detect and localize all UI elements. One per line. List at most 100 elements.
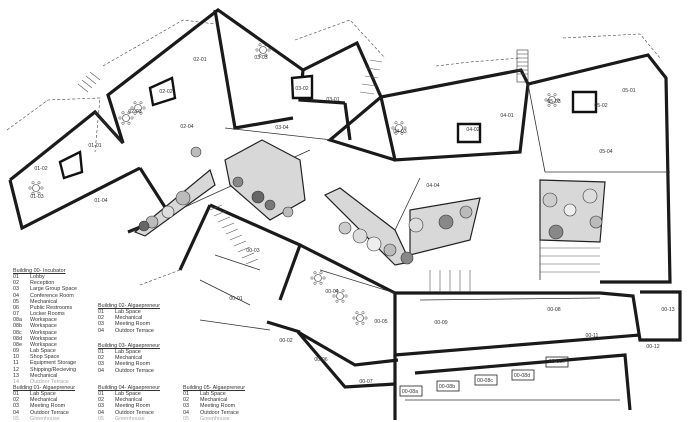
- tree-icon: [548, 224, 564, 240]
- legend-item-number: 03: [98, 403, 104, 410]
- tree-icon: [366, 236, 382, 252]
- legend-item-number: 04: [98, 409, 104, 416]
- tree-icon: [438, 214, 454, 230]
- legend-item-number: 01: [98, 309, 104, 316]
- legend-item-label: Meeting Room: [115, 403, 151, 410]
- legend-item-number: 05: [13, 298, 19, 305]
- legend-title: Building 05- Algaepreneur: [183, 385, 246, 391]
- legend-item-label: Meeting Room: [115, 361, 151, 368]
- workspace-boxes: [399, 356, 569, 397]
- room-label-00-01: 00-01: [229, 296, 242, 302]
- legend-item-number: 04: [13, 409, 19, 416]
- legend-item-label: Lab Space: [30, 348, 56, 355]
- legend-item-number: 02: [98, 355, 104, 362]
- table-icon: [332, 289, 348, 303]
- legend-item-label: Mechanical: [200, 397, 228, 404]
- legend-item-number: 01: [183, 391, 189, 398]
- legend-item-label: Workspace: [30, 317, 57, 324]
- legend-item-number: 12: [13, 366, 19, 373]
- tree-icon: [264, 199, 276, 211]
- room-labels: 01-0101-0201-0301-0402-0102-0202-0302-04…: [30, 55, 674, 395]
- room-label-00-08e: 00-08e: [549, 359, 565, 365]
- legend-item-label: Mechanical: [115, 355, 143, 362]
- room-label-04-03: 04-03: [393, 129, 406, 135]
- room-label-03-04: 03-04: [275, 125, 288, 131]
- room-label-00-02: 00-02: [279, 338, 292, 344]
- legend-item: 06 Public Restrooms: [13, 305, 77, 311]
- legend-item-number: 03: [13, 286, 19, 293]
- room-label-00-06: 00-06: [314, 357, 327, 363]
- room-label-02-02: 02-02: [159, 89, 172, 95]
- legend-item: 03 Meeting Room: [98, 403, 160, 409]
- legend-item-label: Greenhouse: [30, 415, 60, 422]
- legend-item-number: 02: [183, 397, 189, 404]
- legend-item-label: Mechanical: [30, 397, 58, 404]
- legend-item-number: 03: [98, 321, 104, 328]
- table-icon: [391, 121, 407, 135]
- table-icon: [310, 271, 326, 285]
- legend-item-number: 02: [98, 315, 104, 322]
- legend-item-number: 08a: [13, 317, 22, 324]
- mechanical-cores: [58, 74, 598, 180]
- room-label-00-08d: 00-08d: [514, 373, 530, 379]
- legend-item-number: 02: [13, 397, 19, 404]
- legend-item-label: Workspace: [30, 335, 57, 342]
- table-icon: [118, 111, 134, 125]
- legend-item: 05 Mechanical: [13, 299, 77, 305]
- legend-item: 12 Shipping/Recieving: [13, 367, 77, 373]
- room-label-05-01: 05-01: [622, 88, 635, 94]
- room-label-02-01: 02-01: [193, 57, 206, 63]
- room-label-04-01: 04-01: [500, 113, 513, 119]
- legend-item-number: 02: [13, 280, 19, 287]
- legend-item-label: Greenhouse: [115, 415, 145, 422]
- legend-item-label: Public Restrooms: [30, 304, 73, 311]
- legend-item-label: Greenhouse: [200, 415, 230, 422]
- legend-item-label: Mechanical: [30, 372, 58, 379]
- legend-item-label: Mechanical: [30, 298, 58, 305]
- legend-item-label: Workspace: [30, 323, 57, 330]
- room-label-01-04: 01-04: [94, 198, 107, 204]
- room-label-00-12: 00-12: [646, 344, 659, 350]
- table-icon: [28, 181, 44, 195]
- tree-icon: [251, 190, 265, 204]
- legend-item-label: Lab Space: [115, 309, 141, 316]
- room-label-02-04: 02-04: [180, 124, 193, 130]
- legend-item-label: Shipping/Recieving: [30, 366, 77, 373]
- legend-title: Building 00- Incubator: [13, 268, 66, 274]
- tree-icon: [338, 221, 352, 235]
- legend-item-number: 04: [183, 409, 189, 416]
- legend-item-label: Meeting Room: [115, 321, 151, 328]
- legend-item-number: 11: [13, 360, 19, 367]
- room-label-01-02: 01-02: [34, 166, 47, 172]
- legend-item-number: 03: [98, 361, 104, 368]
- legend-item-number: 04: [98, 367, 104, 374]
- table-icon: [255, 43, 271, 57]
- room-label-00-03: 00-03: [246, 248, 259, 254]
- legend-item-number: 08b: [13, 323, 22, 330]
- room-label-00-11: 00-11: [586, 333, 599, 339]
- legend-item-number: 08e: [13, 341, 22, 348]
- tree-icon: [232, 176, 244, 188]
- tree-icon: [542, 192, 558, 208]
- legend-item-label: Shop Space: [30, 354, 60, 361]
- legend-item-number: 03: [183, 403, 189, 410]
- stairs: [77, 49, 600, 292]
- room-label-03-01: 03-01: [326, 97, 339, 103]
- tree-icon: [138, 220, 150, 232]
- legend-item-number: 06: [13, 304, 19, 311]
